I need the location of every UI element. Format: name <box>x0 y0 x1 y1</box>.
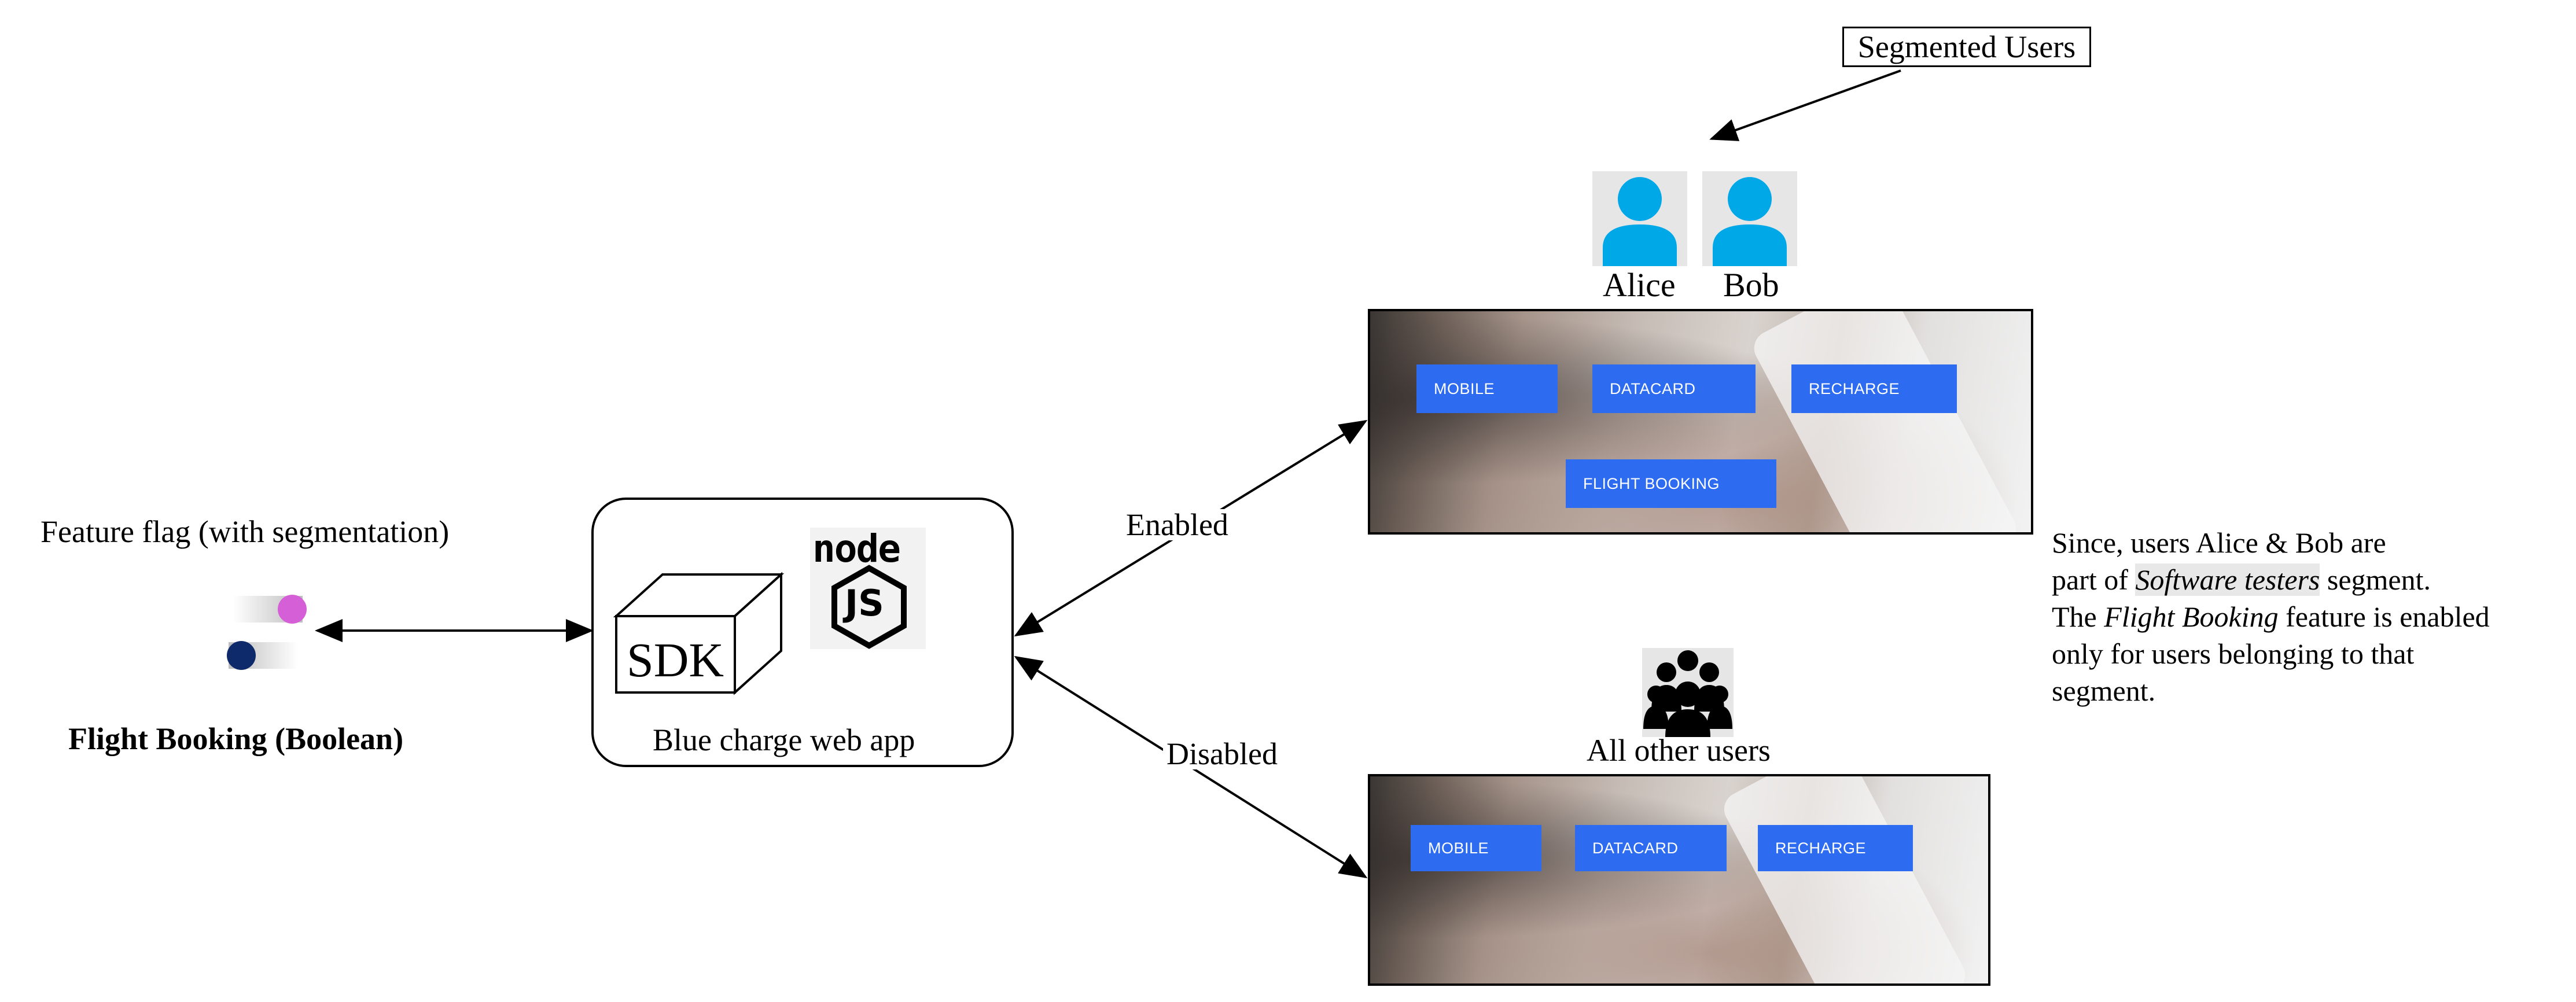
feature-name-italic: Flight Booking <box>2104 601 2279 633</box>
js-logo-text: JS <box>845 582 884 624</box>
segment-pointer-arrow <box>1709 69 1901 141</box>
user-group-avatar <box>1642 648 1734 737</box>
nodejs-logo: node JS <box>810 528 926 649</box>
datacard-button[interactable]: DATACARD <box>1592 364 1756 413</box>
node-logo-text: node <box>812 526 901 571</box>
disabled-app-screenshot: MOBILE DATACARD RECHARGE <box>1368 774 1990 986</box>
toggle-icon <box>227 595 307 670</box>
recharge-button[interactable]: RECHARGE <box>1791 364 1957 413</box>
note-line-4: only for users belonging to that <box>2052 638 2415 670</box>
segment-name-highlight: Software testers <box>2135 563 2320 596</box>
sdk-label: SDK <box>627 633 724 687</box>
segmented-users-label: Segmented Users <box>1842 27 2091 67</box>
note-line-3: The Flight Booking feature is enabled <box>2052 598 2490 635</box>
mobile-button[interactable]: MOBILE <box>1416 364 1558 413</box>
note-text: part of <box>2052 563 2136 596</box>
avatar-bob <box>1702 171 1797 266</box>
recharge-button[interactable]: RECHARGE <box>1758 825 1913 871</box>
note-line-1: Since, users Alice & Bob are <box>2052 526 2386 559</box>
note-line-2: part of Software testers segment. <box>2052 561 2490 598</box>
all-other-users-label: All other users <box>1587 733 1771 768</box>
web-app-name: Blue charge web app <box>653 723 915 757</box>
mobile-button[interactable]: MOBILE <box>1411 825 1541 871</box>
note-line-5: segment. <box>2052 675 2156 707</box>
flag-title: Feature flag (with segmentation) <box>41 514 450 549</box>
avatar-alice <box>1592 171 1687 266</box>
user-icon <box>1603 177 1677 266</box>
sdk-cube-icon <box>613 572 785 695</box>
toggle-on-knob <box>278 595 307 624</box>
segmented-users-text: Segmented Users <box>1857 30 2076 64</box>
toggle-off-knob <box>227 641 256 670</box>
disabled-edge-label: Disabled <box>1163 738 1281 769</box>
note-text: feature is enabled <box>2278 601 2490 633</box>
enabled-edge-label: Enabled <box>1123 509 1232 540</box>
note-text: The <box>2052 601 2104 633</box>
datacard-button[interactable]: DATACARD <box>1575 825 1727 871</box>
explanation-note: Since, users Alice & Bob are part of Sof… <box>2052 524 2490 709</box>
flag-name: Flight Booking (Boolean) <box>68 721 404 756</box>
user-name-bob: Bob <box>1723 266 1779 304</box>
note-text: segment. <box>2320 563 2431 596</box>
user-name-alice: Alice <box>1603 266 1676 304</box>
user-icon <box>1713 177 1787 266</box>
group-icon <box>1643 650 1732 737</box>
enabled-app-screenshot: MOBILE DATACARD RECHARGE FLIGHT BOOKING <box>1368 309 2033 535</box>
hexagon-icon <box>831 565 907 649</box>
flight-booking-button[interactable]: FLIGHT BOOKING <box>1566 459 1776 508</box>
